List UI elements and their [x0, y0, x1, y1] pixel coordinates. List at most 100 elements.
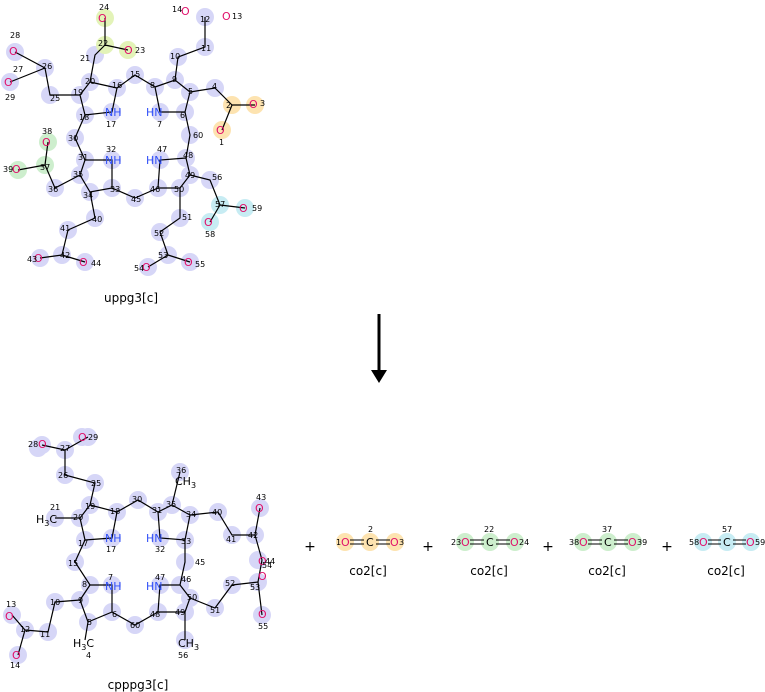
product-n7-label: NH	[105, 580, 122, 593]
svg-text:12: 12	[20, 625, 30, 634]
svg-text:9: 9	[78, 596, 83, 605]
product-ch3-4-label: H3C	[73, 637, 94, 652]
svg-text:28: 28	[28, 440, 38, 449]
co2-4-o-right: O	[746, 536, 755, 549]
svg-text:54: 54	[134, 264, 144, 273]
svg-text:39: 39	[3, 165, 13, 174]
svg-text:8: 8	[82, 580, 87, 589]
reactant-name: uppg3[c]	[104, 291, 158, 305]
svg-text:53: 53	[250, 583, 260, 592]
product-o13-label: O	[5, 610, 14, 623]
svg-text:53: 53	[158, 251, 168, 260]
svg-text:45: 45	[131, 195, 141, 204]
co2-4-num-c: 57	[722, 525, 732, 534]
svg-text:40: 40	[212, 508, 222, 517]
co2-3-num-left: 38	[569, 538, 579, 547]
svg-text:59: 59	[252, 204, 262, 213]
svg-text:36: 36	[48, 185, 58, 194]
svg-text:51: 51	[210, 606, 220, 615]
co2-4-name: co2[c]	[707, 564, 745, 578]
co2-1-name: co2[c]	[349, 564, 387, 578]
co2-3-o-right: O	[628, 536, 637, 549]
svg-text:52: 52	[225, 579, 235, 588]
product-o14-label: O	[12, 649, 21, 662]
svg-text:35: 35	[73, 170, 83, 179]
svg-text:50: 50	[187, 593, 197, 602]
svg-text:1: 1	[219, 138, 224, 147]
svg-text:26: 26	[58, 471, 68, 480]
reactant-o59-label: O	[239, 202, 248, 215]
reactant-o43-label: O	[34, 252, 43, 265]
svg-text:41: 41	[60, 224, 70, 233]
svg-text:7: 7	[108, 573, 113, 582]
svg-text:13: 13	[6, 600, 16, 609]
svg-text:6: 6	[112, 610, 117, 619]
product-o54-label: O	[258, 570, 267, 583]
co2-3-o-left: O	[579, 536, 588, 549]
svg-text:17: 17	[106, 545, 116, 554]
svg-text:56: 56	[178, 651, 188, 660]
svg-text:30: 30	[68, 134, 78, 143]
co2-1-o-right: O	[390, 536, 399, 549]
svg-text:3: 3	[260, 99, 265, 108]
svg-text:58: 58	[205, 230, 215, 239]
svg-text:23: 23	[135, 46, 145, 55]
svg-text:19: 19	[85, 502, 95, 511]
svg-text:40: 40	[92, 215, 102, 224]
svg-text:21: 21	[80, 54, 90, 63]
svg-text:21: 21	[50, 503, 60, 512]
svg-text:26: 26	[42, 62, 52, 71]
svg-text:60: 60	[130, 621, 140, 630]
svg-text:29: 29	[5, 93, 15, 102]
svg-text:33: 33	[110, 185, 120, 194]
reactant-o38-label: O	[42, 136, 51, 149]
svg-text:16: 16	[112, 81, 122, 90]
product-o28-label: O	[38, 438, 47, 451]
reactant-o58-label: O	[204, 216, 213, 229]
svg-text:44: 44	[265, 557, 275, 566]
svg-text:29: 29	[88, 433, 98, 442]
product-n32-label: HN	[146, 532, 163, 545]
co2-1-num-left: 1	[336, 538, 341, 547]
svg-text:46: 46	[150, 185, 160, 194]
svg-text:51: 51	[182, 213, 192, 222]
svg-text:20: 20	[73, 513, 83, 522]
svg-text:11: 11	[40, 630, 50, 639]
co2-1-num-right: 3	[399, 538, 404, 547]
product-o44-label: O	[258, 555, 267, 568]
svg-text:34: 34	[83, 191, 93, 200]
svg-text:17: 17	[106, 120, 116, 129]
co2-2-name: co2[c]	[470, 564, 508, 578]
reactant-bonds	[9, 17, 255, 268]
reactant-o24-label: O	[98, 12, 107, 25]
svg-text:14: 14	[172, 5, 182, 14]
svg-text:10: 10	[50, 598, 60, 607]
reactant-n17-label: NH	[105, 106, 122, 119]
svg-text:18: 18	[110, 507, 120, 516]
co2-1-o-left: O	[341, 536, 350, 549]
svg-text:44: 44	[91, 259, 101, 268]
svg-text:48: 48	[183, 151, 193, 160]
co2-4-c: C	[723, 536, 731, 549]
svg-text:8: 8	[150, 81, 155, 90]
reactant-o55-label: O	[184, 256, 193, 269]
reactant-n47-label: HN	[146, 154, 163, 167]
svg-text:47: 47	[155, 573, 165, 582]
svg-text:13: 13	[232, 12, 242, 21]
svg-text:4: 4	[212, 82, 217, 91]
svg-text:37: 37	[40, 163, 50, 172]
plus-sign-2: +	[422, 539, 434, 555]
reactant-o44-label: O	[79, 256, 88, 269]
svg-text:54: 54	[262, 561, 272, 570]
svg-text:6: 6	[180, 111, 185, 120]
plus-sign-3: +	[542, 539, 554, 555]
svg-text:34: 34	[186, 510, 196, 519]
svg-text:18: 18	[79, 113, 89, 122]
svg-text:25: 25	[91, 479, 101, 488]
svg-text:57: 57	[215, 200, 225, 209]
co2-4-o-left: O	[699, 536, 708, 549]
svg-text:25: 25	[50, 94, 60, 103]
svg-text:27: 27	[60, 444, 70, 453]
